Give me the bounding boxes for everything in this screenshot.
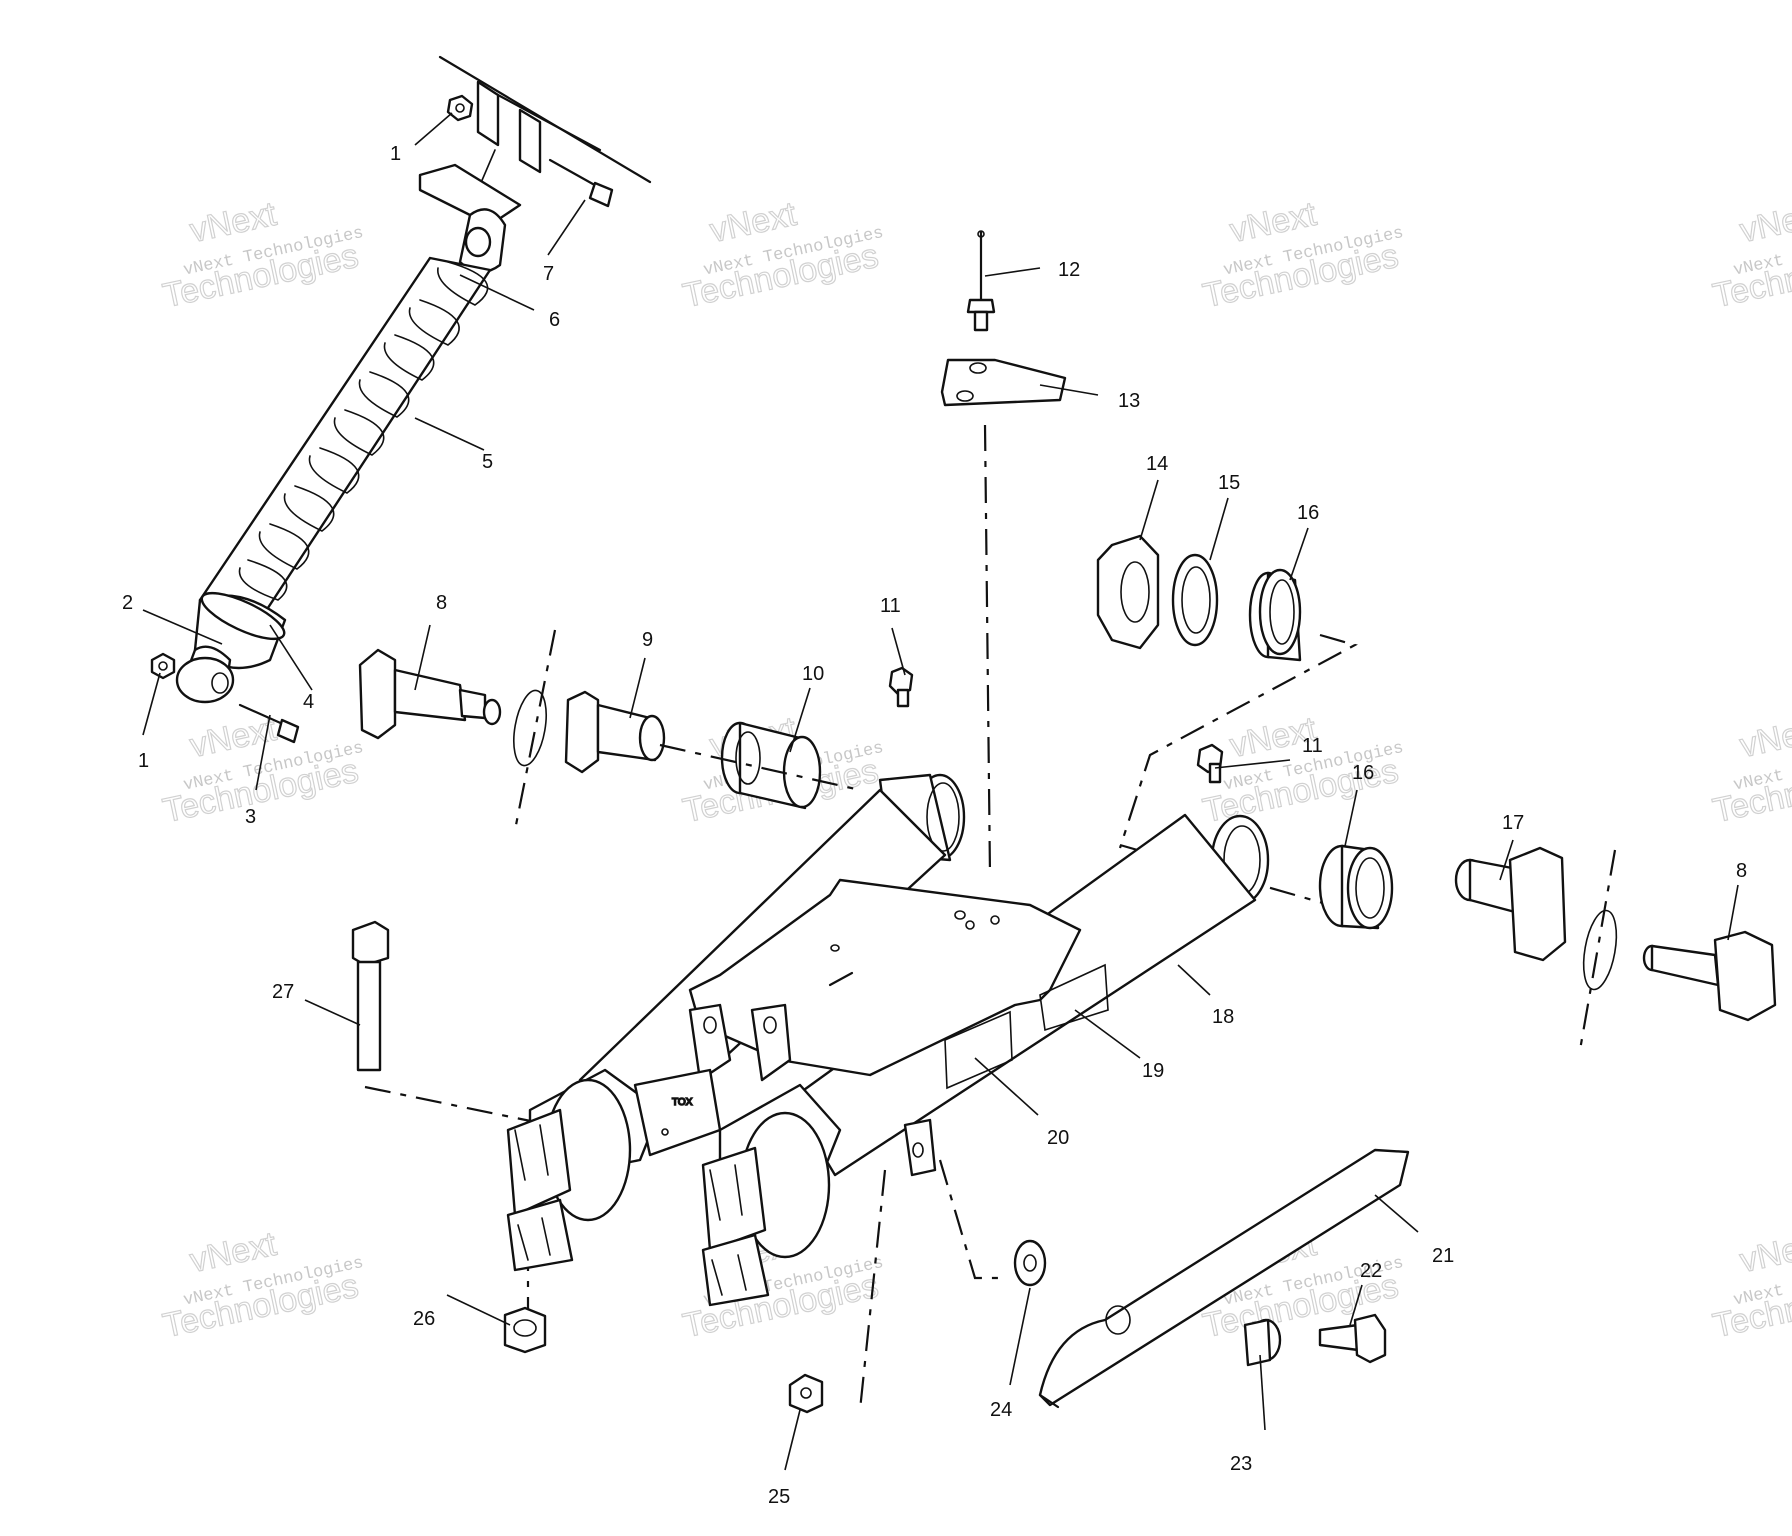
flange-nut-front <box>503 1306 547 1354</box>
long-bolt <box>351 920 390 1072</box>
watermark: vNext vNext Technologies Technologies <box>159 1224 365 1346</box>
nut-top <box>446 94 474 122</box>
callout-16-lower: 16 <box>1352 762 1374 784</box>
watermark: vNext vNext Technologies Technologies <box>1709 709 1792 831</box>
spacer <box>1243 1318 1282 1367</box>
callout-9: 9 <box>642 629 653 651</box>
watermark: vNext vNext Technologies Technologies <box>679 194 885 316</box>
callout-labels: 1 1 2 3 4 5 6 7 8 8 9 10 11 11 12 13 14 … <box>122 143 1747 1508</box>
svg-text:vNext: vNext <box>1227 195 1320 250</box>
pivot-shaft-left <box>358 648 502 740</box>
callout-27: 27 <box>272 981 294 1003</box>
callout-13: 13 <box>1118 390 1140 412</box>
flange-nut-lower <box>788 1373 824 1414</box>
svg-text:vNext: vNext <box>1737 195 1792 250</box>
callout-19: 19 <box>1142 1060 1164 1082</box>
svg-text:vNext: vNext <box>1737 710 1792 765</box>
callout-1-bottom: 1 <box>138 750 149 772</box>
grease-zerk-top <box>966 230 996 332</box>
callout-8-left: 8 <box>436 592 447 614</box>
nut-bottom <box>150 652 176 680</box>
callout-5: 5 <box>482 451 493 473</box>
pivot-bushing-right <box>1454 846 1567 962</box>
svg-text:vNext: vNext <box>707 195 800 250</box>
pivot-shaft-right <box>1642 930 1777 1022</box>
callout-11-left: 11 <box>880 595 901 617</box>
callout-8-right: 8 <box>1736 860 1747 882</box>
washer-lower <box>1013 1239 1047 1287</box>
callout-12: 12 <box>1058 259 1080 281</box>
shock-absorber <box>175 208 507 704</box>
bolt-top <box>548 158 614 208</box>
swingarm: TOX <box>506 773 1270 1307</box>
bearing-race-lower <box>1318 844 1394 930</box>
leader-lines <box>142 112 1739 1471</box>
chain-slider <box>1038 1148 1410 1409</box>
svg-text:vNext: vNext <box>187 195 280 250</box>
lock-nut <box>1096 534 1160 650</box>
callout-18: 18 <box>1212 1006 1234 1028</box>
callout-3: 3 <box>245 806 256 828</box>
slider-bolt <box>1318 1313 1387 1364</box>
bolt-bottom <box>238 703 300 744</box>
bushing-left <box>564 690 666 774</box>
callout-16-upper: 16 <box>1297 502 1319 524</box>
callout-23: 23 <box>1230 1453 1252 1475</box>
watermark: vNext vNext Technologies Technologies <box>1709 194 1792 316</box>
svg-text:TOX: TOX <box>672 1097 693 1108</box>
grease-fitting-left <box>888 666 914 708</box>
bearing-left <box>720 721 822 810</box>
callout-15: 15 <box>1218 472 1240 494</box>
callout-1-top: 1 <box>390 143 401 165</box>
callout-4: 4 <box>303 691 314 713</box>
callout-11-right: 11 <box>1302 735 1323 757</box>
grease-fitting-right <box>1196 743 1224 784</box>
callout-26: 26 <box>413 1308 435 1330</box>
callout-10: 10 <box>802 663 824 685</box>
callout-6: 6 <box>549 309 560 331</box>
callout-25: 25 <box>768 1486 790 1508</box>
svg-text:vNext: vNext <box>1737 1225 1792 1280</box>
watermark: vNext vNext Technologies Technologies <box>1709 1224 1792 1346</box>
callout-24: 24 <box>990 1399 1012 1421</box>
watermark: vNext vNext Technologies Technologies <box>1199 194 1405 316</box>
svg-text:vNext: vNext <box>187 1225 280 1280</box>
callout-20: 20 <box>1047 1127 1069 1149</box>
cover-plate <box>940 358 1067 407</box>
callout-22: 22 <box>1360 1260 1382 1282</box>
callout-7: 7 <box>543 263 554 285</box>
assembly-axis-lines <box>364 424 1618 1411</box>
callout-17: 17 <box>1502 812 1524 834</box>
frame-mount-bracket <box>418 55 652 227</box>
callout-21: 21 <box>1432 1245 1454 1267</box>
bearing-race-upper <box>1248 568 1302 662</box>
watermark: vNext vNext Technologies Technologies <box>159 194 365 316</box>
callout-14: 14 <box>1146 453 1168 475</box>
callout-2: 2 <box>122 592 133 614</box>
washer <box>1171 553 1219 647</box>
